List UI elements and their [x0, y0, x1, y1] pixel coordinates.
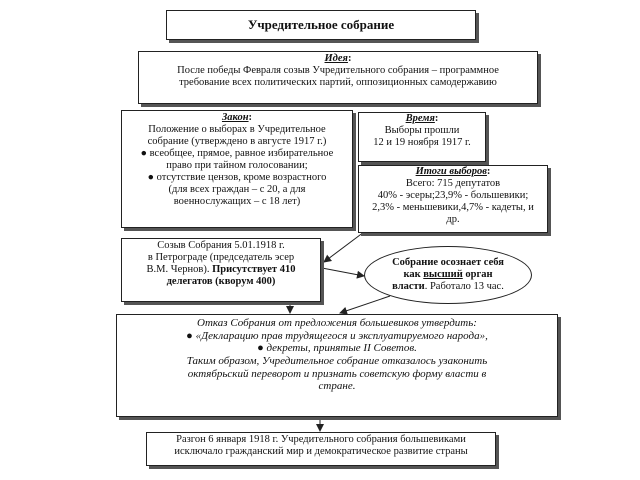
convene-box: Созыв Собрания 5.01.1918 г. в Петрограде… — [121, 238, 321, 302]
law-heading-colon: : — [248, 112, 253, 123]
refusal-line-2: ● «Декларацию прав трудящегося и эксплуа… — [186, 329, 488, 342]
refusal-box: Отказ Собрания от предложения большевико… — [116, 314, 558, 417]
realize-ellipse: Собрание осознает себя как высший орган … — [364, 246, 532, 304]
time-heading-colon: : — [434, 113, 439, 124]
arrow-realize-to-refusal — [339, 295, 391, 315]
law-line-4: право при тайном голосовании; — [166, 160, 308, 172]
law-line-6: (для всех граждан – с 20, а для — [168, 184, 306, 196]
arrow-convene-to-realize — [321, 267, 365, 279]
law-heading: Закон — [221, 112, 249, 123]
results-line-3: 2,3% - меньшевики,4,7% - кадеты, и — [372, 202, 534, 214]
idea-line-1: После победы Февраля созыв Учредительног… — [177, 65, 499, 77]
time-heading: Время — [405, 113, 435, 124]
results-line-2: 40% - эсеры;23,9% - большевики; — [377, 190, 529, 202]
idea-heading: Идея — [324, 53, 348, 64]
results-heading-colon: : — [486, 166, 491, 177]
dispersal-line-2: исключало гражданский мир и демократичес… — [174, 446, 468, 458]
results-box: Итоги выборов: Всего: 715 депутатов 40% … — [358, 165, 548, 233]
refusal-line-1: Отказ Собрания от предложения большевико… — [197, 317, 477, 329]
law-line-1: Положение о выборах в Учредительное — [148, 124, 326, 136]
dispersal-line-1: Разгон 6 января 1918 г. Учредительного с… — [176, 434, 466, 445]
refusal-line-5: октябрьский переворот и признать советск… — [187, 367, 487, 380]
realize-line-1: Собрание осознает себя — [392, 256, 504, 268]
convene-quorum: делегатов (кворум 400) — [166, 276, 276, 288]
idea-heading-colon: : — [347, 53, 352, 64]
idea-line-2: требование всех политических партий, опп… — [179, 77, 497, 89]
realize-line-2-pre: как — [403, 268, 424, 280]
results-line-1: Всего: 715 депутатов — [405, 178, 501, 190]
convene-line-1: Созыв Собрания 5.01.1918 г. — [157, 240, 285, 251]
results-heading: Итоги выборов — [415, 166, 487, 177]
law-line-2: собрание (утверждено в августе 1917 г.) — [147, 136, 327, 148]
time-line-1: Выборы прошли — [384, 125, 460, 137]
realize-power: власти — [392, 281, 425, 293]
law-box: Закон: Положение о выборах в Учредительн… — [121, 110, 353, 228]
diagram-title: Учредительное собрание — [247, 16, 395, 32]
time-box: Время: Выборы прошли 12 и 19 ноября 1917… — [358, 112, 486, 162]
law-line-5: ● отсутствие цензов, кроме возрастного — [147, 172, 327, 184]
law-line-3: ● всеобщее, прямое, равное избирательное — [140, 148, 334, 160]
realize-highest: высший — [423, 268, 463, 280]
convene-line-3: В.М. Чернов). — [146, 264, 213, 276]
title-box: Учредительное собрание — [166, 10, 476, 40]
results-line-4: др. — [446, 214, 460, 226]
convene-line-2: в Петрограде (председатель эсер — [147, 252, 295, 264]
realize-line-3-rest: . Работало 13 час. — [424, 281, 504, 293]
realize-line-2-post: орган — [462, 268, 493, 280]
refusal-line-3: ● декреты, принятые II Советов. — [257, 342, 417, 355]
refusal-line-6: стране. — [318, 380, 356, 393]
time-line-2: 12 и 19 ноября 1917 г. — [373, 137, 471, 149]
refusal-line-4: Таким образом, Учредительное собрание от… — [186, 354, 488, 367]
convene-attendance: Присутствует 410 — [212, 264, 296, 276]
dispersal-box: Разгон 6 января 1918 г. Учредительного с… — [146, 432, 496, 466]
idea-box: Идея: После победы Февраля созыв Учредит… — [138, 51, 538, 104]
law-line-7: военнослужащих – с 18 лет) — [173, 196, 301, 208]
